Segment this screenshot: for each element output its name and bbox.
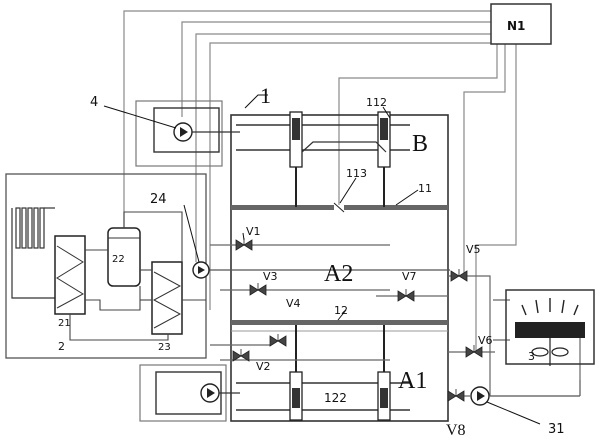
controller-label: N1 — [507, 19, 525, 33]
valve-v4 — [269, 334, 287, 347]
label-baffle-lower: 12 — [334, 304, 348, 317]
label-condenser: 21 — [58, 318, 71, 329]
control-wires — [123, 10, 517, 352]
label-evaporator: 23 — [158, 342, 171, 353]
valve-v2 — [232, 349, 250, 362]
pump-31 — [470, 380, 581, 425]
vessel — [230, 114, 449, 422]
label-v3: V3 — [263, 270, 278, 283]
labels: 4 1 112 B 113 11 24 A2 12 A1 122 22 21 2… — [58, 83, 565, 439]
label-chamber-a2: A2 — [324, 261, 353, 287]
label-baffle-hole: 113 — [346, 167, 367, 180]
valve-v5 — [450, 269, 468, 282]
label-vessel: 1 — [260, 83, 271, 108]
controller-n1: N1 — [490, 3, 552, 45]
valve-v6 — [465, 345, 483, 358]
label-circ-pump: 24 — [150, 192, 167, 207]
label-v4: V4 — [286, 297, 301, 310]
pump-box-bottom — [139, 364, 240, 422]
heat-pump-unit — [5, 173, 207, 359]
label-v6: V6 — [478, 334, 493, 347]
label-cooler: 3 — [528, 350, 535, 363]
label-actuator-bottom: 122 — [324, 391, 347, 405]
cooler-unit — [505, 289, 595, 366]
pump-box-top — [135, 100, 240, 167]
label-heat-pump: 2 — [58, 340, 65, 353]
label-v1: V1 — [246, 225, 261, 238]
label-v5: V5 — [466, 243, 481, 256]
label-chamber-b: B — [412, 131, 428, 157]
label-tank: 22 — [112, 254, 125, 265]
valve-v8 — [447, 389, 465, 402]
label-chamber-a1: A1 — [398, 368, 427, 394]
actuator-bottom — [236, 325, 410, 421]
label-baffle-upper: 11 — [418, 182, 432, 195]
valve-v1 — [235, 238, 253, 251]
valves — [232, 238, 483, 402]
pump-24 — [183, 204, 450, 279]
actuator-top — [236, 111, 410, 207]
label-v7: V7 — [402, 270, 417, 283]
label-cool-pump: 31 — [548, 422, 565, 437]
valve-v3 — [249, 283, 267, 296]
label-pump-top: 4 — [90, 95, 98, 110]
leader-lines — [103, 94, 419, 321]
label-v2: V2 — [256, 360, 271, 373]
label-v8: V8 — [446, 422, 466, 439]
label-actuator-top: 112 — [366, 96, 387, 109]
valve-v7 — [397, 289, 415, 302]
